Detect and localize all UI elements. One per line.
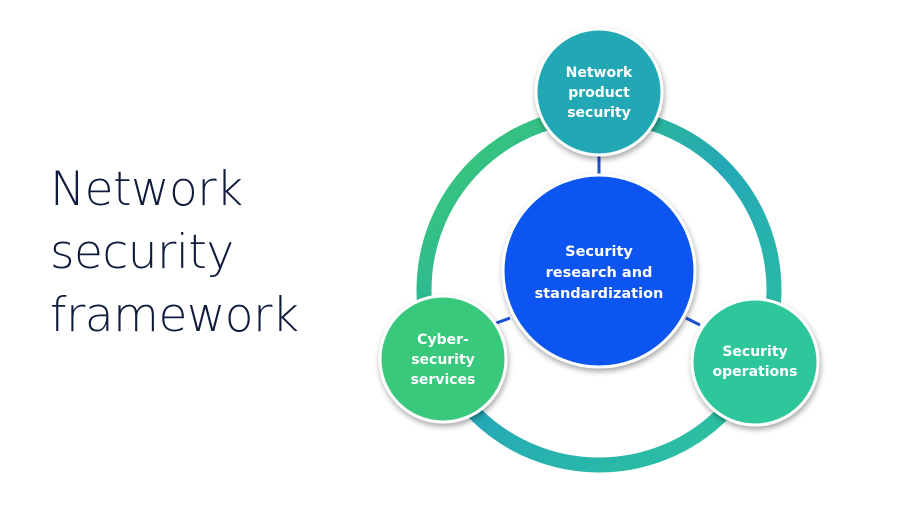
left-node-label-line-1: Cyber- xyxy=(417,332,469,348)
center-label-line-1: Security xyxy=(565,244,633,260)
center-label-line-3: standardization xyxy=(535,286,664,302)
right-node-label-line-2: operations xyxy=(713,364,798,380)
title-line-2: security xyxy=(50,225,234,280)
center-label-line-2: research and xyxy=(546,265,653,281)
center-circle xyxy=(501,173,697,369)
node-security-operations[interactable]: Security operations xyxy=(690,297,820,427)
node-cyber-security-services[interactable]: Cyber- security services xyxy=(378,294,508,424)
top-node-circle xyxy=(534,27,664,157)
slide-title: Network security framework xyxy=(50,158,370,347)
node-network-product-security[interactable]: Network product security xyxy=(534,27,664,157)
left-node-label-line-3: services xyxy=(411,372,476,388)
right-node-label-line-1: Security xyxy=(722,344,787,360)
left-node-label-line-2: security xyxy=(411,352,475,368)
top-node-label-line-3: security xyxy=(567,105,631,121)
title-line-3: framework xyxy=(50,288,299,343)
left-node-circle xyxy=(378,294,508,424)
right-node-circle xyxy=(690,297,820,427)
top-node-label-line-1: Network xyxy=(566,65,633,81)
top-node-label-line-2: product xyxy=(568,85,630,101)
title-line-1: Network xyxy=(50,162,243,217)
center-node[interactable]: Security research and standardization xyxy=(501,173,697,369)
connector-right xyxy=(685,316,701,327)
